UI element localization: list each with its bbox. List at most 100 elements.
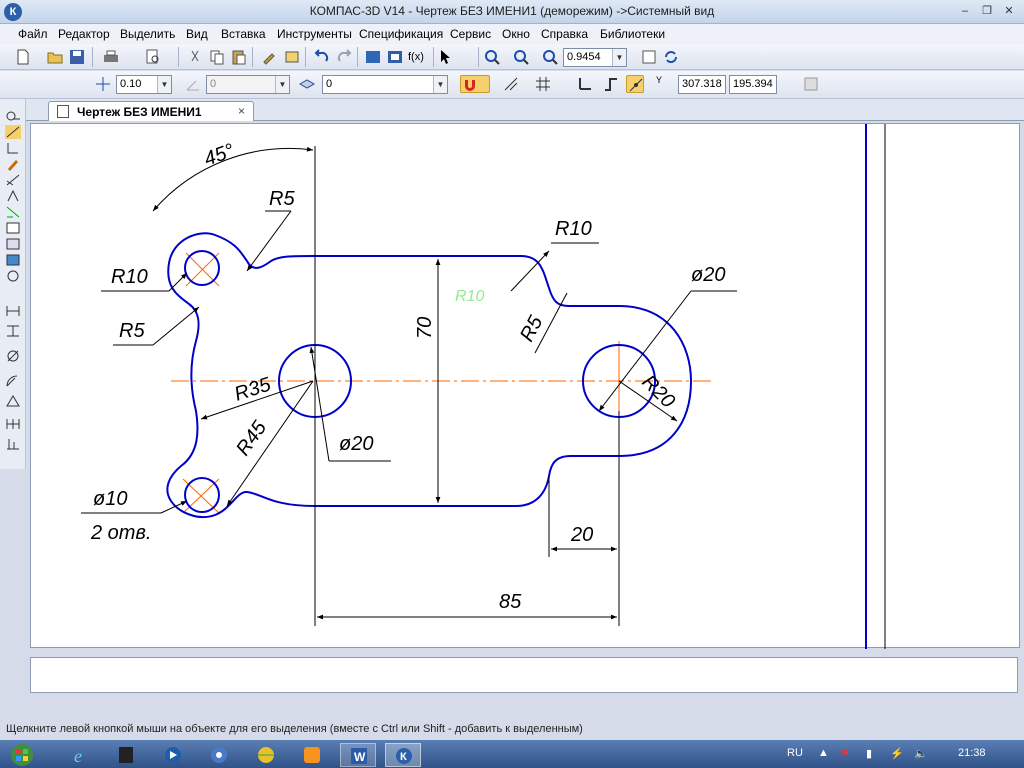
dim-r5-right[interactable]: R5	[516, 312, 548, 346]
show-hidden-icons-icon[interactable]: ▲	[818, 747, 829, 759]
spec-icon[interactable]	[5, 221, 21, 235]
vertical-dim-icon[interactable]	[5, 324, 21, 338]
language-indicator[interactable]: RU	[787, 747, 803, 759]
property-panel[interactable]	[30, 657, 1018, 693]
network-icon[interactable]: ⚑	[840, 748, 850, 760]
minimize-icon[interactable]: –	[961, 5, 969, 17]
menu-libraries[interactable]: Библиотеки	[600, 27, 666, 41]
local-cs-icon[interactable]	[576, 75, 594, 93]
menu-insert[interactable]: Вставка	[221, 27, 266, 41]
reports-icon[interactable]	[5, 237, 21, 251]
layer-combo[interactable]: 0 ▼	[322, 75, 448, 94]
drawing-canvas[interactable]: 45° R5 R10 R5 R35 R45 ø10 2 отв. ø20 70 …	[30, 123, 1021, 649]
dim-d10[interactable]: ø10	[93, 488, 127, 510]
new-document-icon[interactable]	[14, 48, 32, 66]
dim-d20-center[interactable]: ø20	[339, 433, 373, 455]
chevron-down-icon[interactable]: ▼	[157, 76, 171, 93]
dim-85[interactable]: 85	[499, 591, 522, 613]
geometry-icon[interactable]	[5, 109, 21, 123]
selection-icon[interactable]	[5, 205, 21, 219]
open-folder-icon[interactable]	[46, 48, 64, 66]
chevron-down-icon[interactable]: ▼	[275, 76, 289, 93]
chevron-down-icon[interactable]: ▼	[433, 76, 447, 93]
step-combo[interactable]: 0.10 ▼	[116, 75, 172, 94]
redo-icon[interactable]	[335, 48, 353, 66]
menu-view[interactable]: Вид	[186, 27, 208, 41]
restore-icon[interactable]: ❐	[982, 5, 992, 17]
fragment-icon[interactable]	[5, 269, 21, 283]
format-brush-icon[interactable]	[260, 48, 278, 66]
designations-icon[interactable]	[5, 141, 21, 155]
dim-70[interactable]: 70	[414, 317, 436, 339]
undo-icon[interactable]	[313, 48, 331, 66]
dim-r5-left[interactable]: R5	[119, 320, 145, 342]
coord-y-field[interactable]: 195.394	[729, 75, 777, 94]
fx-button[interactable]: f(x)	[408, 51, 424, 63]
preview-icon[interactable]	[144, 48, 162, 66]
properties-icon[interactable]	[364, 48, 382, 66]
cut-icon[interactable]	[186, 48, 204, 66]
grid-icon[interactable]	[534, 75, 552, 93]
snap-magnet-icon[interactable]	[460, 75, 490, 93]
radial-dim-icon[interactable]	[5, 374, 21, 388]
cursor-step-icon[interactable]	[94, 75, 112, 93]
dimensions-icon[interactable]	[5, 125, 21, 139]
refresh-icon[interactable]	[662, 48, 680, 66]
battery-icon[interactable]: ▮	[866, 748, 873, 760]
dim-holes-note[interactable]: 2 отв.	[90, 522, 151, 544]
menu-tools[interactable]: Инструменты	[277, 27, 352, 41]
windows-start-icon[interactable]	[4, 743, 40, 767]
menu-help[interactable]: Справка	[541, 27, 589, 41]
dim-r35[interactable]: R35	[232, 373, 275, 406]
layer-icon[interactable]	[298, 75, 316, 93]
save-icon[interactable]	[68, 48, 86, 66]
volume-icon[interactable]: 🔈	[914, 748, 928, 760]
paste-icon[interactable]	[230, 48, 248, 66]
coord-x-field[interactable]: 307.318	[678, 75, 726, 94]
pan-icon[interactable]	[640, 48, 658, 66]
clock[interactable]: 21:38	[958, 747, 986, 759]
angle-dim-icon[interactable]	[5, 394, 21, 408]
chrome-icon[interactable]	[201, 743, 237, 767]
diameter-dim-icon[interactable]	[5, 349, 21, 363]
drawing-svg[interactable]: 45° R5 R10 R5 R35 R45 ø10 2 отв. ø20 70 …	[31, 124, 1021, 649]
linear-dim-icon[interactable]	[5, 304, 21, 318]
internet-explorer-icon[interactable]: e	[62, 743, 98, 767]
parametrization-icon[interactable]	[5, 173, 21, 187]
ortho-icon[interactable]	[502, 75, 520, 93]
dim-angle-45[interactable]: 45°	[201, 140, 237, 171]
dim-r5-top[interactable]: R5	[269, 188, 295, 210]
dim-r10-right[interactable]: R10	[555, 218, 592, 240]
picasa-icon[interactable]	[248, 743, 284, 767]
menu-specification[interactable]: Спецификация	[359, 27, 444, 41]
copy-icon[interactable]	[208, 48, 226, 66]
player-icon[interactable]	[155, 743, 191, 767]
parametric-mode-icon[interactable]	[626, 75, 644, 93]
menu-service[interactable]: Сервис	[450, 27, 492, 41]
stop-icon[interactable]	[802, 75, 820, 93]
dim-d20-right[interactable]: ø20	[691, 264, 725, 286]
menu-file[interactable]: Файл	[18, 27, 48, 41]
angle-combo[interactable]: 0 ▼	[206, 75, 290, 94]
measure-icon[interactable]	[5, 189, 21, 203]
manager-icon[interactable]	[283, 48, 301, 66]
insert-icon[interactable]	[5, 253, 21, 267]
close-icon[interactable]: ✕	[1004, 5, 1014, 17]
odnoklassniki-icon[interactable]	[294, 743, 330, 767]
variables-icon[interactable]	[386, 48, 404, 66]
dim-20[interactable]: 20	[570, 524, 593, 546]
angle-icon[interactable]	[184, 75, 202, 93]
chevron-down-icon[interactable]: ▼	[612, 49, 626, 66]
zoom-window-icon[interactable]	[483, 48, 501, 66]
action-center-icon[interactable]: ⚡	[890, 748, 904, 760]
print-icon[interactable]	[102, 48, 120, 66]
dim-r10-left[interactable]: R10	[111, 266, 148, 288]
zoom-out-icon[interactable]	[512, 48, 530, 66]
word-icon[interactable]: W	[340, 743, 376, 767]
dim-r45[interactable]: R45	[232, 416, 272, 459]
close-icon[interactable]: ×	[237, 104, 245, 118]
zoom-combo[interactable]: 0.9454 ▼	[563, 48, 627, 67]
ordinate-dim-icon[interactable]	[5, 437, 21, 451]
menu-select[interactable]: Выделить	[120, 27, 176, 41]
document-tab[interactable]: Чертеж БЕЗ ИМЕНИ1 ×	[48, 101, 254, 121]
